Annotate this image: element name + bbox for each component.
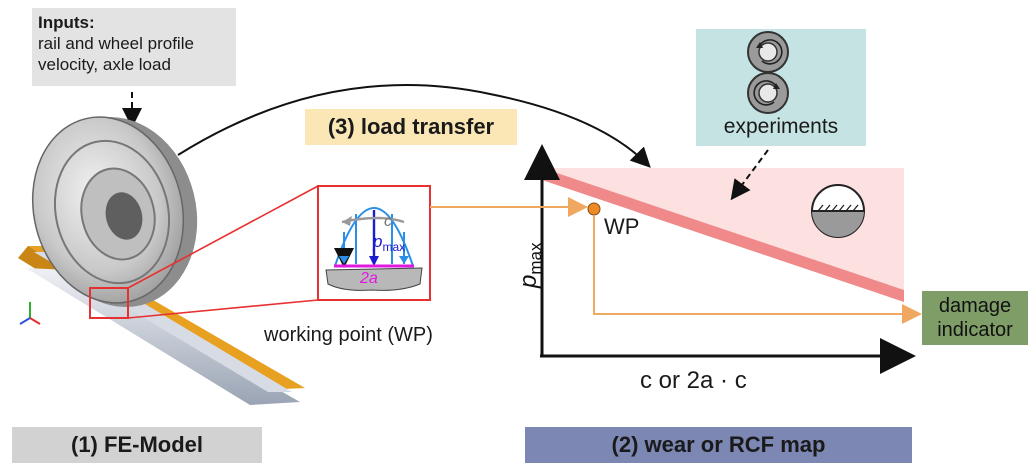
damage-indicator-box: damage indicator [922, 291, 1028, 345]
creep-label: c [384, 213, 392, 230]
load-transfer-arrow [177, 84, 651, 168]
x-axis-label: c or 2a · c [640, 367, 747, 394]
working-point-caption: working point (WP) [264, 324, 433, 346]
contact-width-label: 2a [359, 270, 378, 287]
wear-map-label: (2) wear or RCF map [525, 427, 912, 463]
pmax-label: pmax [372, 232, 405, 254]
inputs-box: Inputs: rail and wheel profile velocity,… [32, 8, 236, 86]
damage-line1: damage [938, 295, 1012, 317]
zoom-connector-bottom [127, 299, 319, 319]
limit-line [542, 168, 904, 302]
experiments-label: experiments [723, 115, 839, 138]
zoom-connector-top [127, 185, 319, 289]
contact-zoom-box [89, 287, 129, 319]
coordinate-axes-icon [19, 302, 41, 325]
wp-label: WP [604, 214, 640, 239]
working-point-marker [587, 202, 601, 216]
load-transfer-label: (3) load transfer [305, 109, 517, 145]
fe-model-label: (1) FE-Model [12, 427, 262, 463]
experiments-box: experiments [696, 29, 866, 146]
inputs-line-velocity: velocity, axle load [38, 55, 171, 74]
rotation-arrow-upper [759, 39, 783, 65]
wear-symbol-icon [811, 184, 865, 238]
wheel-model [31, 116, 198, 308]
inputs-line-profiles: rail and wheel profile [38, 34, 194, 53]
contact-pressure-inset: c pmax 2a [317, 185, 431, 301]
twin-disc-icon [747, 31, 789, 114]
contact-body [325, 267, 423, 291]
damage-arrow [593, 216, 922, 324]
y-axis-label: pmax [515, 242, 545, 289]
inputs-title: Inputs: [38, 13, 95, 32]
rotation-arrow-lower [753, 80, 777, 106]
damage-line2: indicator [937, 319, 1013, 341]
